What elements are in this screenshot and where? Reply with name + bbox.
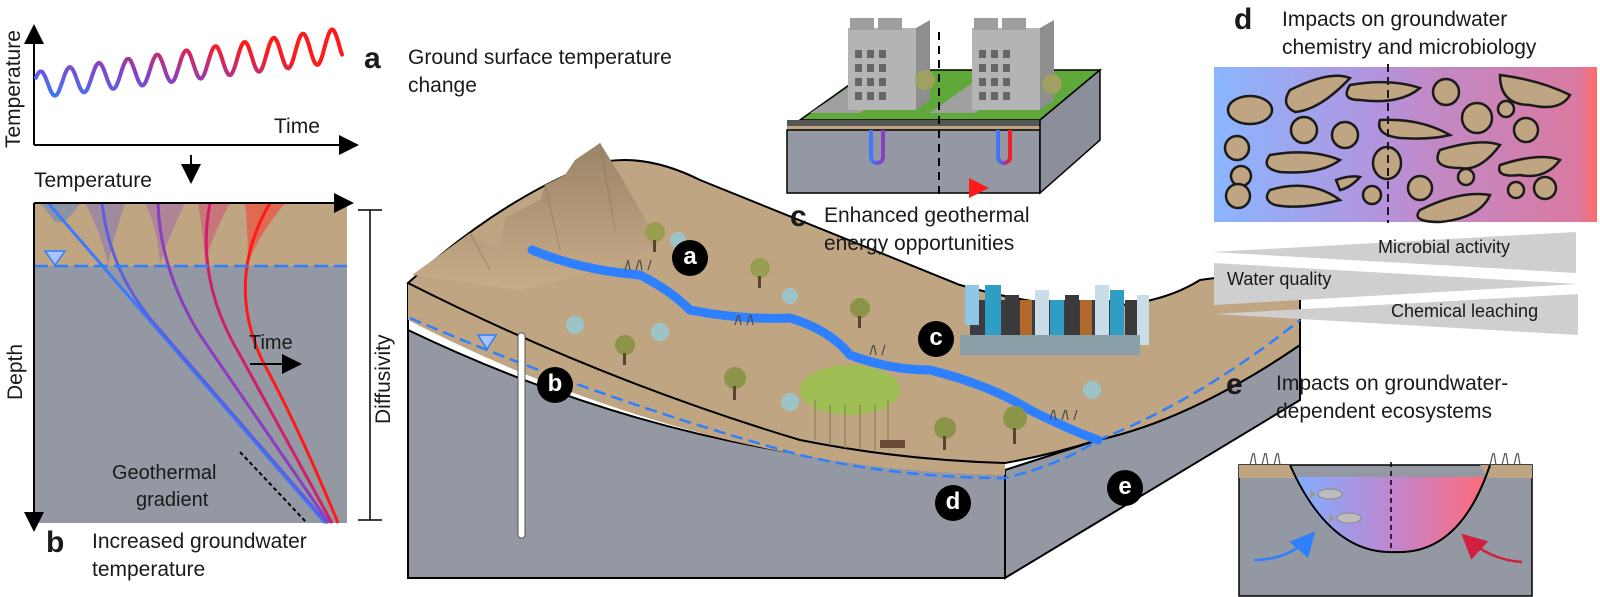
water-table-icon: [43, 250, 67, 267]
panel-b-depth-label: Depth: [4, 343, 27, 400]
heat-exchanger-pipe: [869, 130, 885, 165]
mountain-range: [412, 142, 660, 290]
trend-wedge-microbial: [1212, 232, 1576, 273]
heat-exchanger-pipe: [996, 130, 1012, 165]
geothermal-gradient-line: [239, 451, 307, 523]
tree-icon: [915, 70, 935, 90]
geothermal-label-2: gradient: [136, 489, 209, 511]
caption-line: Increased groundwater: [92, 530, 307, 553]
caption-line: dependent ecosystems: [1276, 400, 1492, 423]
profile-curve: [46, 202, 327, 524]
landscape-badge-c: c: [918, 321, 954, 357]
panel-b-letter: b: [46, 526, 65, 559]
caption-line: temperature: [92, 558, 206, 581]
panel-d-sediment: [1212, 64, 1597, 335]
caption-line: Enhanced geothermal: [824, 204, 1030, 227]
panel-b-diffusivity-label: Diffusivity: [372, 334, 395, 424]
profile-curve: [100, 202, 329, 524]
caption-line: Impacts on groundwater-: [1276, 372, 1509, 395]
panel-c-caption: Enhanced geothermal energy opportunities: [824, 202, 1029, 258]
trees: [566, 222, 1101, 450]
panel-d-caption: Impacts on groundwater chemistry and mic…: [1282, 6, 1536, 62]
panel-b-temperature-label: Temperature: [34, 169, 152, 192]
sediment-grains: [1223, 73, 1572, 224]
unsaturated-zone: [34, 203, 347, 266]
tree-icon: [1042, 74, 1062, 94]
city-skyline: [960, 285, 1149, 355]
landscape-water-table: [409, 316, 1301, 480]
trend-label-water-quality: Water quality: [1227, 269, 1332, 289]
inflow-arrow-warm: [1461, 533, 1523, 564]
river: [527, 245, 1103, 445]
temperature-wave: [34, 27, 344, 98]
landscape-badge-d: d: [935, 485, 971, 521]
caption-line: Impacts on groundwater: [1282, 8, 1508, 31]
saturated-zone: [34, 266, 347, 523]
streambed: [1289, 464, 1491, 554]
panel-e-letter: e: [1226, 368, 1243, 401]
panel-a-plot: [24, 24, 359, 184]
caption-line: change: [408, 74, 477, 97]
inflow-arrow-cold: [1253, 531, 1316, 562]
trend-label-leaching: Chemical leaching: [1391, 301, 1539, 321]
panel-e-ecosystem: [1238, 452, 1533, 597]
geothermal-label-1: Geothermal: [112, 462, 217, 484]
trend-wedge-water-quality: [1214, 263, 1578, 305]
panel-d-letter: d: [1234, 3, 1253, 36]
caption-line: Ground surface temperature: [408, 46, 672, 69]
panel-a-caption: Ground surface temperature change: [408, 44, 672, 100]
landscape-badge-b: b: [537, 367, 573, 403]
panel-c-geothermal: [786, 18, 1103, 198]
panel-c-letter: c: [790, 200, 807, 233]
grass-icon: [1249, 452, 1521, 466]
landscape-block: [406, 142, 1301, 580]
panel-a-x-label: Time: [274, 115, 320, 138]
panel-b-plot: [24, 193, 382, 532]
water-table-icon: [476, 334, 498, 351]
caption-line: chemistry and microbiology: [1282, 36, 1537, 59]
profile-curve: [156, 202, 331, 524]
profile-curve: [243, 202, 340, 524]
panel-a-y-label: Temperature: [2, 30, 25, 148]
panel-b-caption: Increased groundwater temperature: [92, 528, 307, 584]
trend-label-microbial: Microbial activity: [1378, 237, 1511, 257]
reeds: [624, 259, 1078, 421]
panel-a-letter: a: [364, 42, 381, 75]
stream-water: [1295, 477, 1487, 553]
panel-b-time-label: Time: [249, 332, 293, 354]
caption-line: energy opportunities: [824, 232, 1015, 255]
panel-e-caption: Impacts on groundwater- dependent ecosys…: [1276, 370, 1508, 426]
well-icon: [517, 332, 526, 539]
fish-icon: [1310, 488, 1343, 500]
profile-curve: [204, 202, 334, 524]
trend-wedge-leaching: [1214, 294, 1578, 335]
landscape-badge-e: e: [1107, 470, 1143, 506]
fish-icon: [1329, 512, 1362, 524]
landscape-badge-a: a: [672, 240, 708, 276]
